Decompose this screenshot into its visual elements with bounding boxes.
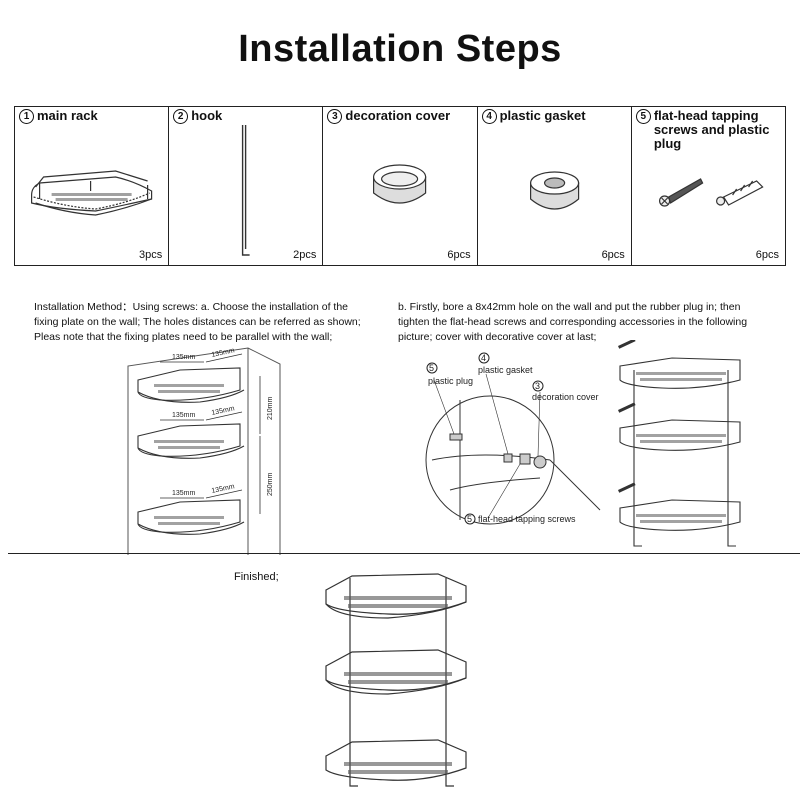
wall-spacing-diagram: 135mm 135mm 135mm 135mm 135mm 135mm 210m… (127, 347, 281, 555)
method-a-line: Installation Method：Using screws: a. Cho… (34, 301, 349, 313)
method-b-line: b. Firstly, bore a 8x42mm hole on the wa… (398, 301, 741, 313)
callout-label: flat-head tapping screws (478, 514, 576, 524)
part-number: 2 (173, 109, 189, 124)
part-label: plastic gasket (499, 108, 586, 123)
part-number: 3 (327, 109, 343, 124)
part-label: decoration cover (345, 108, 451, 123)
callout-number: 5 (429, 363, 434, 373)
corner-rack-icon (31, 170, 153, 216)
callout-label: plastic plug (428, 376, 473, 386)
dimension-label: 210mm (267, 396, 274, 420)
cover-ring-icon (373, 164, 427, 204)
callout-number: 3 (535, 381, 540, 391)
part-label: flat-head tapping screws and plastic plu… (653, 108, 770, 151)
method-a-line: Pleas note that the fixing plates need t… (34, 331, 333, 343)
hook-rod-icon (242, 125, 250, 256)
dimension-label: 135mm (172, 354, 196, 361)
part-quantity: 6pcs (755, 249, 780, 261)
finished-label: Finished; (234, 571, 279, 583)
part-quantity: 6pcs (601, 249, 625, 261)
callout-number: 4 (481, 353, 486, 363)
part-quantity: 3pcs (138, 249, 163, 261)
dimension-label: 135mm (172, 412, 196, 419)
dimension-label: 135mm (211, 483, 235, 495)
gasket-ring-icon (529, 171, 579, 210)
part-quantity: 6pcs (447, 249, 471, 261)
callout-number: 5 (467, 514, 472, 524)
part-number: 4 (481, 109, 497, 124)
part-quantity: 2pcs (293, 249, 317, 261)
method-b-line: picture; cover with decorative cover at … (398, 331, 597, 343)
method-a-line: fixing plate on the wall; The holes dist… (34, 316, 361, 328)
dimension-label: 250mm (267, 472, 274, 496)
part-number: 1 (19, 109, 34, 124)
method-a-text: Installation Method：Using screws: a. Cho… (34, 300, 394, 345)
part-label: main rack (37, 108, 98, 123)
callout-label: plastic gasket (478, 365, 533, 375)
callout-label: decoration cover (532, 392, 599, 402)
screw-assembly-diagram: 5 plastic plug 4 plastic gasket 3 decora… (425, 352, 601, 525)
part-number: 5 (635, 109, 651, 124)
page-title: Installation Steps (238, 28, 562, 70)
dimension-label: 135mm (211, 405, 235, 417)
method-b-line: tighten the flat-head screws and corresp… (398, 316, 748, 328)
section-divider (8, 553, 800, 554)
dimension-label: 135mm (172, 490, 196, 497)
finished-rack-image (325, 573, 467, 787)
mounted-rack-diagram (618, 340, 741, 547)
part-label: hook (191, 108, 223, 123)
method-b-text: b. Firstly, bore a 8x42mm hole on the wa… (398, 300, 798, 345)
screw-plug-icon (658, 178, 764, 207)
dimension-label: 135mm (211, 347, 235, 359)
